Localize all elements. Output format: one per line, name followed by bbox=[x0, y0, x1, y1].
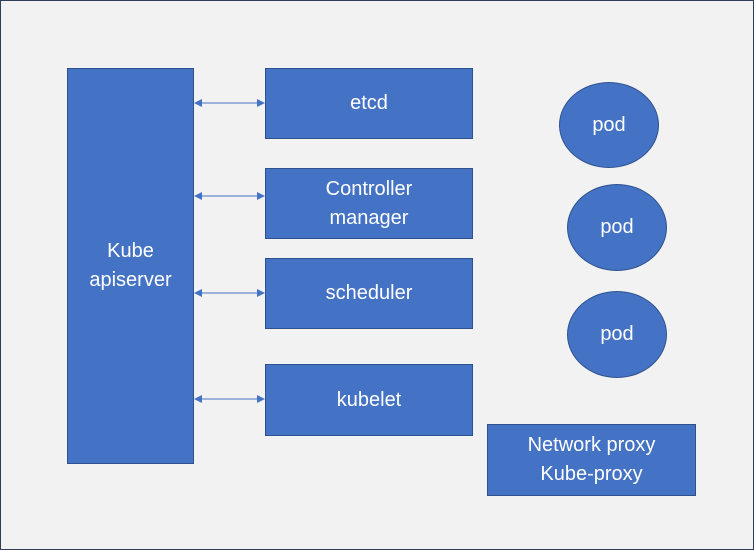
controller-manager-label-line1: Controller bbox=[325, 177, 413, 200]
pod-label: pod bbox=[600, 323, 634, 345]
kube-apiserver-label-line2: apiserver bbox=[89, 269, 172, 291]
pod-circle: pod bbox=[567, 291, 667, 378]
pod-circle: pod bbox=[567, 184, 667, 271]
network-proxy-label-line1: Network proxy bbox=[527, 434, 656, 456]
scheduler-label: scheduler bbox=[325, 282, 413, 304]
kube-apiserver-box: Kube apiserver bbox=[67, 68, 194, 464]
network-proxy-box: Network proxy Kube-proxy bbox=[487, 424, 696, 496]
controller-manager-box: Controller manager bbox=[265, 168, 473, 239]
scheduler-box: scheduler bbox=[265, 258, 473, 329]
controller-manager-label-line2: manager bbox=[329, 206, 409, 229]
kubelet-label: kubelet bbox=[336, 388, 402, 411]
etcd-label: etcd bbox=[350, 92, 388, 114]
pod-circle: pod bbox=[559, 82, 659, 168]
kubelet-box: kubelet bbox=[265, 364, 473, 436]
pod-label: pod bbox=[592, 113, 626, 136]
etcd-box: etcd bbox=[265, 68, 473, 139]
pod-label: pod bbox=[600, 216, 634, 238]
network-proxy-label-line2: Kube-proxy bbox=[540, 463, 643, 485]
kube-apiserver-label-line1: Kube bbox=[107, 240, 154, 262]
